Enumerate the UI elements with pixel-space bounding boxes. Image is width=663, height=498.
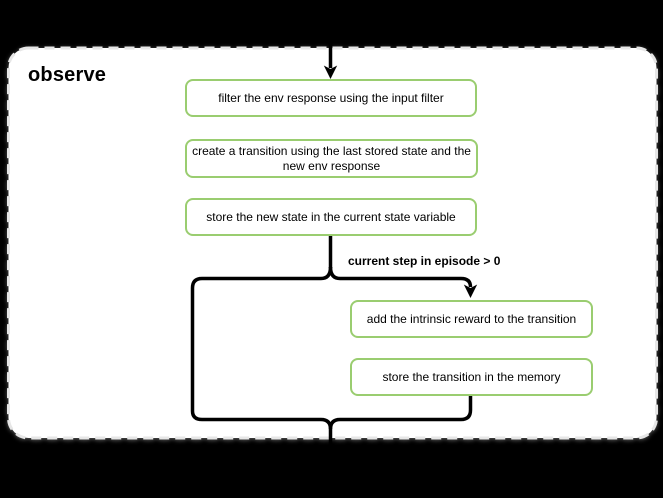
connector-branch-left (190, 266, 333, 411)
observe-container-outline (7, 46, 658, 440)
arrow-head-icon (463, 284, 478, 298)
node-store-new-state: store the new state in the current state… (185, 198, 477, 236)
node-label: add the intrinsic reward to the transiti… (366, 311, 577, 326)
diagram-title: observe (28, 64, 107, 86)
node-label: store the new state in the current state… (206, 209, 456, 224)
node-label: filter the env response using the input … (218, 90, 444, 105)
node-filter-env-response: filter the env response using the input … (185, 79, 477, 117)
connector-branch-right (328, 266, 473, 288)
node-label: create a transition using the last store… (192, 143, 471, 173)
node-create-transition: create a transition using the last store… (185, 139, 478, 178)
arrow-head-icon (323, 65, 338, 79)
branch-condition-label: current step in episode > 0 (348, 254, 501, 268)
node-label: store the transition in the memory (382, 369, 561, 384)
connector-merge-right (328, 394, 473, 430)
node-add-intrinsic-reward: add the intrinsic reward to the transiti… (350, 300, 593, 338)
node-store-transition-memory: store the transition in the memory (350, 358, 593, 396)
